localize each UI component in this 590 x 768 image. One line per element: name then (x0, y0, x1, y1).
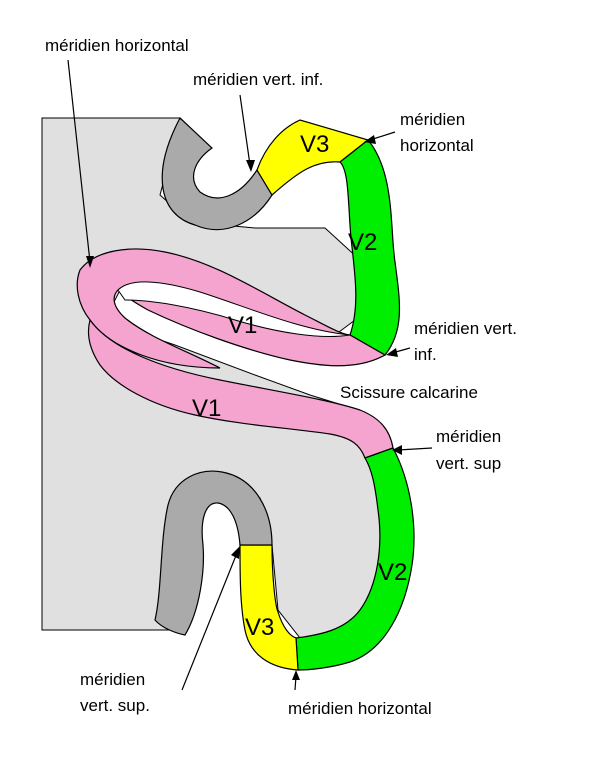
label-meridien-vert-sup-right-2: vert. sup (436, 454, 501, 473)
label-meridien-horizontal-right-1: méridien (400, 110, 465, 129)
v2-lower-band (295, 447, 415, 671)
pointer-meridien-horizontal-bottom (292, 670, 300, 691)
pointer-meridien-vert-sup-right (392, 445, 433, 455)
area-label-v1-lower: V1 (192, 395, 221, 422)
upper-grey-gyrus (161, 117, 273, 231)
area-label-v2-upper: V2 (348, 229, 377, 256)
area-label-v3-upper: V3 (300, 131, 329, 158)
lower-grey-gyrus (154, 470, 273, 636)
v2-upper-band (339, 139, 401, 356)
pointer-meridien-vert-inf-right (386, 347, 411, 357)
area-label-v3-lower: V3 (245, 614, 274, 641)
white-matter-region (41, 117, 396, 639)
label-meridien-vert-sup-left-1: méridien (80, 670, 145, 689)
v3-lower-band (239, 544, 299, 671)
pointer-meridien-horizontal-right (364, 131, 396, 144)
label-meridien-vert-inf-top: méridien vert. inf. (193, 70, 323, 89)
label-meridien-vert-inf-right-2: inf. (414, 345, 437, 364)
area-label-v1-upper: V1 (228, 312, 257, 339)
label-scissure-calcarine: Scissure calcarine (340, 383, 478, 402)
pointer-meridien-horizontal-top (67, 59, 94, 268)
calcarine-slit (117, 281, 351, 337)
label-meridien-vert-sup-right-1: méridien (436, 427, 501, 446)
area-label-v2-lower: V2 (378, 559, 407, 586)
v1-lower-band (87, 318, 394, 459)
pointer-meridien-vert-inf-top (239, 94, 255, 172)
label-meridien-vert-sup-left-2: vert. sup. (80, 696, 150, 715)
label-meridien-horizontal-top: méridien horizontal (45, 36, 189, 55)
label-meridien-vert-inf-right-1: méridien vert. (414, 319, 517, 338)
label-meridien-horizontal-bottom: méridien horizontal (288, 699, 432, 718)
pointer-meridien-vert-sup-left (181, 546, 240, 691)
label-meridien-horizontal-right-2: horizontal (400, 136, 474, 155)
